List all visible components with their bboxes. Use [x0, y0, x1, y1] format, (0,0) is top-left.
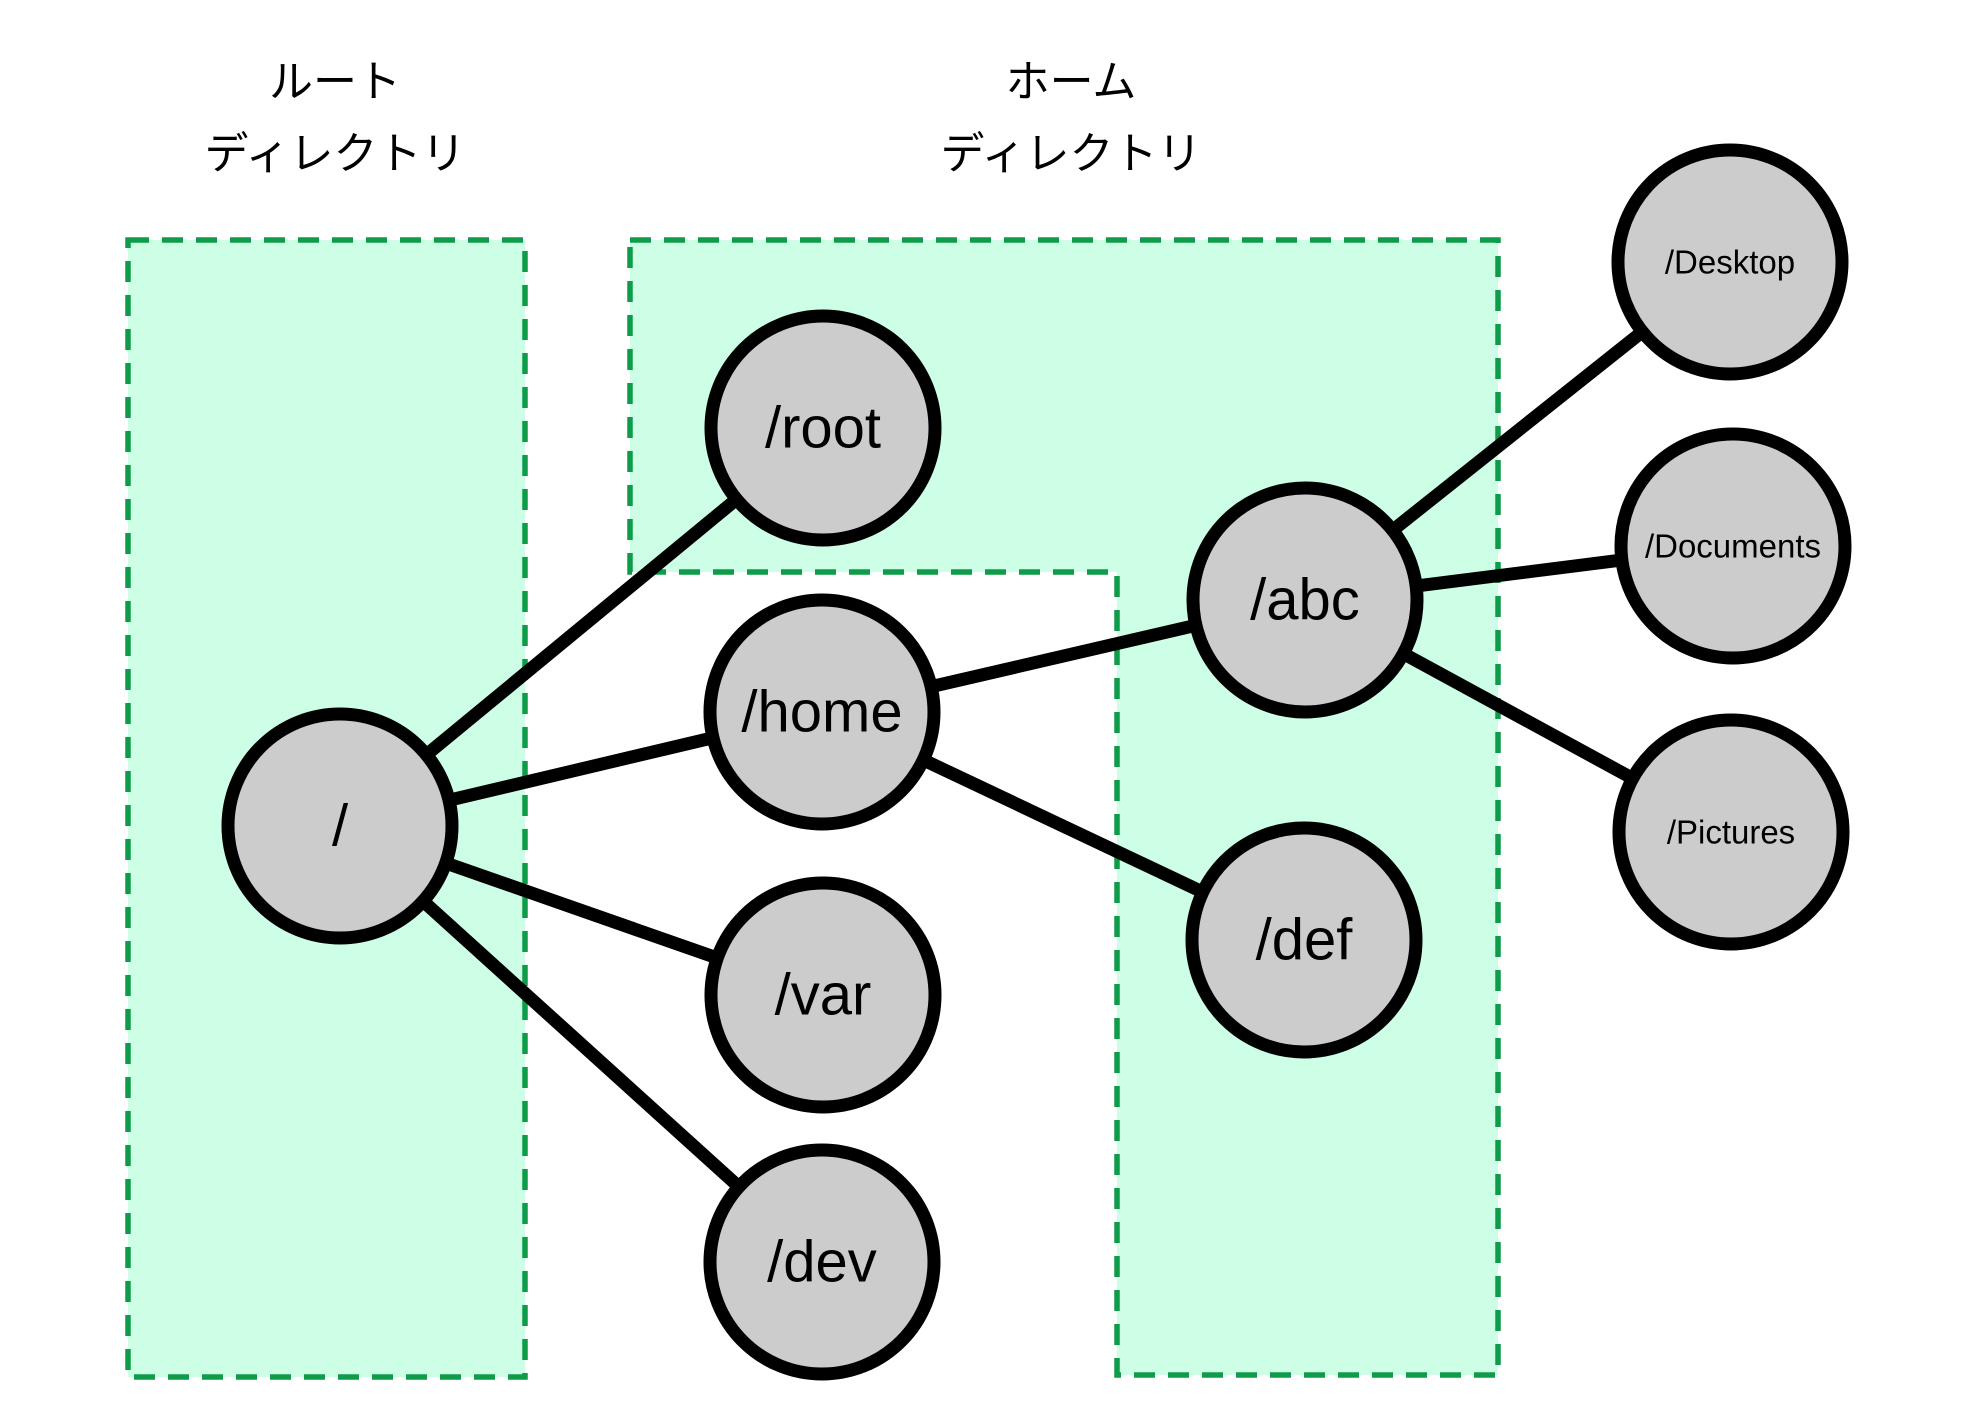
- node-desktop-circle: [1611, 143, 1849, 381]
- node-slashroot: /root: [704, 309, 942, 547]
- node-dev-circle: [703, 1143, 941, 1381]
- node-dev: /dev: [703, 1143, 941, 1381]
- node-pictures-circle: [1612, 713, 1850, 951]
- node-var-label: /var: [775, 963, 872, 1028]
- node-var: /var: [704, 876, 942, 1114]
- node-def-label: /def: [1256, 908, 1354, 973]
- node-home: /home: [703, 593, 941, 831]
- node-def: /def: [1185, 821, 1423, 1059]
- node-documents-label: /Documents: [1645, 528, 1821, 565]
- node-desktop-label: /Desktop: [1665, 244, 1795, 281]
- node-root-label: /: [332, 794, 349, 859]
- nodes-layer: / /root/home/var/dev/abc/def/Desktop/Docu…: [221, 143, 1852, 1381]
- node-dev-label: /dev: [767, 1230, 877, 1295]
- node-abc-circle: [1186, 481, 1424, 719]
- node-var-circle: [704, 876, 942, 1114]
- root-directory-label-line-1: ルート: [269, 58, 401, 107]
- node-home-label: /home: [741, 680, 902, 745]
- root-directory-label-line-2: ディレクトリ: [205, 130, 466, 179]
- node-abc-label: /abc: [1250, 568, 1360, 633]
- node-documents: /Documents: [1614, 427, 1852, 665]
- node-pictures-label: /Pictures: [1667, 814, 1795, 851]
- node-def-circle: [1185, 821, 1423, 1059]
- home-directory-label-line-2: ディレクトリ: [941, 130, 1202, 179]
- node-slashroot-label: /root: [765, 396, 881, 461]
- node-slashroot-circle: [704, 309, 942, 547]
- node-home-circle: [703, 593, 941, 831]
- node-root: /: [221, 707, 459, 945]
- node-documents-circle: [1614, 427, 1852, 665]
- node-abc: /abc: [1186, 481, 1424, 719]
- node-root-circle: [221, 707, 459, 945]
- node-pictures: /Pictures: [1612, 713, 1850, 951]
- node-desktop: /Desktop: [1611, 143, 1849, 381]
- home-directory-label-line-1: ホーム: [1006, 58, 1137, 107]
